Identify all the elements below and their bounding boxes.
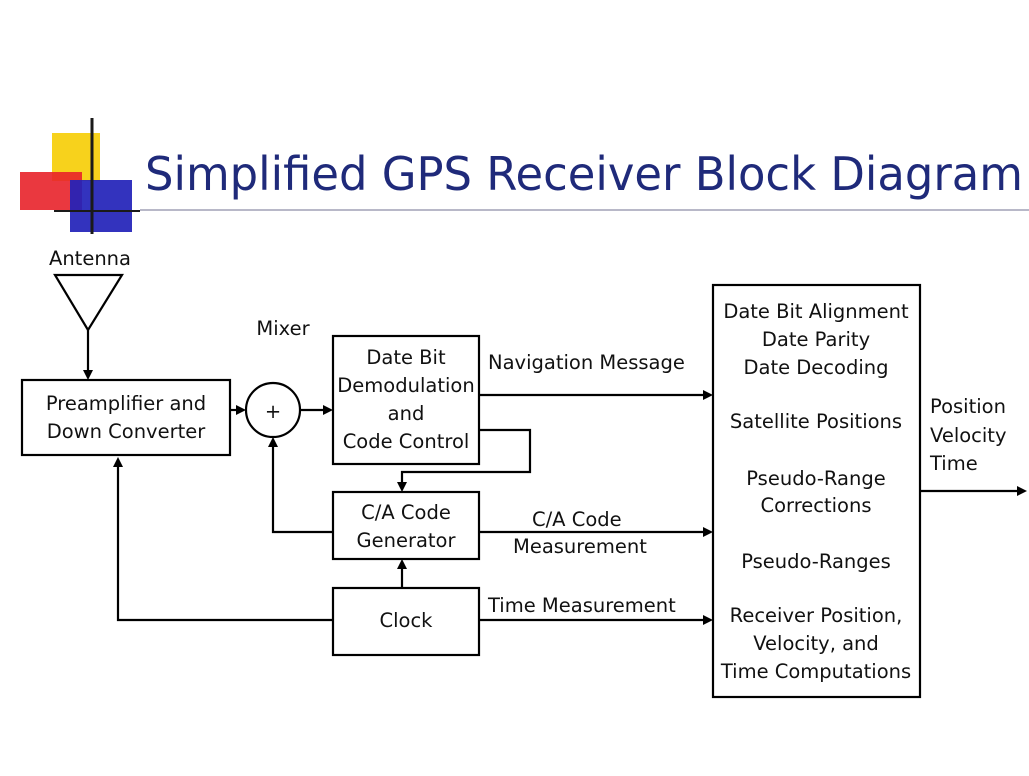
processor-line-12: Receiver Position, (730, 604, 903, 627)
processor-line-3: Date Decoding (743, 356, 888, 379)
arrow-navigation-message (703, 390, 713, 400)
ca-code-measurement-label-1: C/A Code (532, 508, 622, 531)
time-measurement-label: Time Measurement (487, 594, 676, 617)
arrow-clock-preamp (113, 457, 123, 467)
clock-block (331, 586, 481, 657)
wire-clock-preamp (116, 465, 333, 622)
ca-generator-line-2: Generator (356, 529, 456, 552)
arrow-ca-to-mixer (268, 437, 278, 447)
processor-line-10: Pseudo-Ranges (741, 550, 891, 573)
arrow-preamp-mixer (236, 405, 246, 415)
processor-line-5: Satellite Positions (730, 410, 902, 433)
processor-line-2: Date Parity (762, 328, 870, 351)
demod-line-3: and (388, 402, 425, 425)
processor-line-13: Velocity, and (753, 632, 879, 655)
antenna-label: Antenna (49, 247, 131, 270)
output-label-position: Position (930, 395, 1006, 418)
preamp-line-1: Preamplifier and (46, 392, 206, 415)
wire-code-control (400, 428, 532, 484)
arrow-ca-measurement (703, 527, 713, 537)
arrow-mixer-demod (323, 405, 333, 415)
processor-line-8: Corrections (760, 494, 871, 517)
demod-line-4: Code Control (343, 430, 470, 453)
navigation-message-label: Navigation Message (488, 351, 685, 374)
demod-line-1: Date Bit (366, 346, 446, 369)
ca-code-measurement-label-2: Measurement (513, 535, 647, 558)
mixer-symbol: + (265, 400, 281, 423)
processor-line-14: Time Computations (720, 660, 911, 683)
output-label-time: Time (929, 452, 978, 475)
arrow-output (1017, 486, 1027, 496)
ca-generator-line-1: C/A Code (361, 501, 451, 524)
demod-line-2: Demodulation (337, 374, 474, 397)
mixer-label: Mixer (256, 317, 310, 340)
preamp-line-2: Down Converter (47, 420, 207, 443)
preamp-block (20, 378, 232, 457)
signal-wires (83, 330, 1027, 625)
demod-block (331, 334, 481, 466)
deco-blue-square (70, 180, 132, 232)
ca-generator-block (331, 490, 481, 561)
antenna-icon (53, 273, 124, 333)
processor-block (711, 283, 922, 699)
arrow-time-measurement (703, 615, 713, 625)
processor-line-1: Date Bit Alignment (723, 300, 909, 323)
arrow-clock-ca (397, 559, 407, 569)
diagram-title: Simplified GPS Receiver Block Diagram (145, 147, 1023, 201)
title-decoration (20, 118, 1029, 234)
wire-ca-to-mixer (271, 445, 333, 534)
arrow-code-control (397, 482, 407, 492)
arrow-antenna-preamp (83, 370, 93, 380)
processor-line-7: Pseudo-Range (746, 467, 885, 490)
clock-label: Clock (380, 609, 434, 632)
output-label-velocity: Velocity (930, 424, 1007, 447)
